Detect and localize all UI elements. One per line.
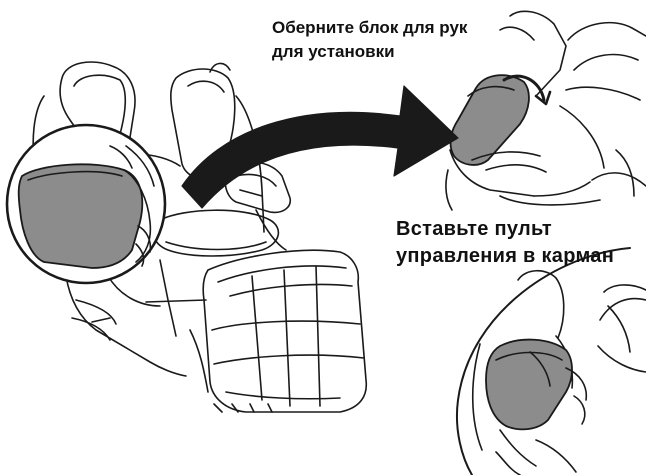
- wrap-instruction-line2: для установки: [272, 40, 467, 64]
- insert-remote-instruction: Вставьте пульт управления в карман: [396, 216, 614, 270]
- direction-arrow: [182, 86, 458, 208]
- remote-instruction-line1: Вставьте пульт: [396, 216, 614, 243]
- remote-instruction-line2: управления в карман: [396, 243, 614, 270]
- remote-pocket-illustration: [473, 271, 646, 475]
- arm-block-wrap-illustration: [446, 11, 646, 210]
- wrap-arm-block-instruction: Оберните блок для рук для установки: [272, 16, 467, 64]
- magnifier-callout: [7, 125, 165, 283]
- wrap-instruction-line1: Оберните блок для рук: [272, 16, 467, 40]
